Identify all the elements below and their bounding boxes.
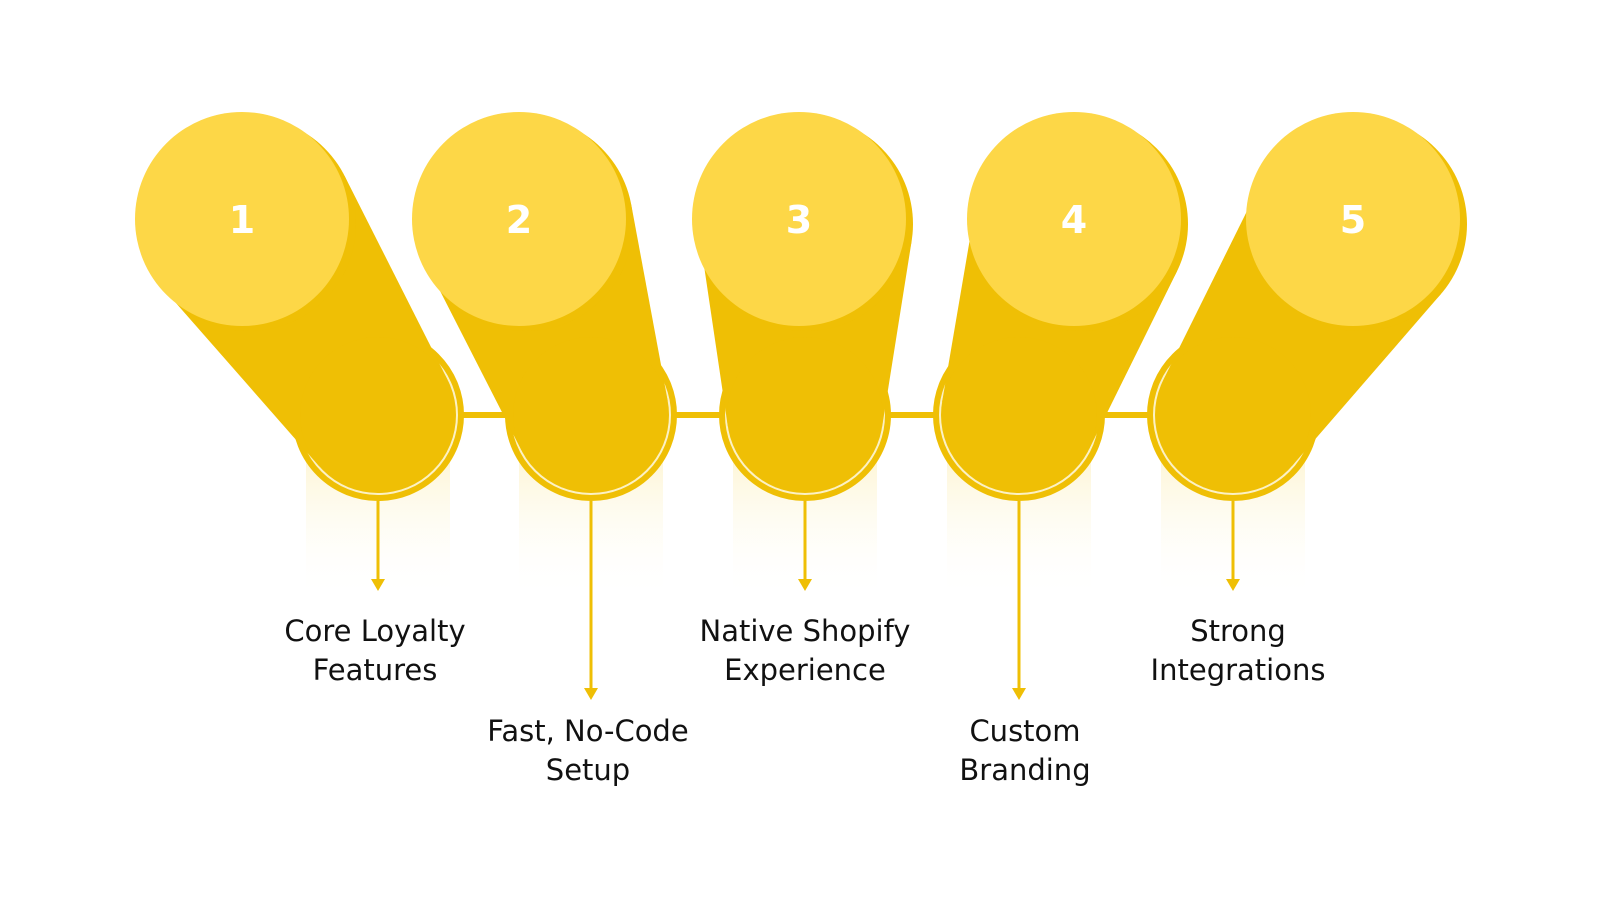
- step-label-line: Strong: [1190, 614, 1286, 648]
- cylinder-base: [727, 337, 883, 493]
- cylinder-base: [941, 337, 1097, 493]
- step-label-line: Experience: [724, 653, 886, 687]
- down-arrow-icon: [1012, 501, 1026, 700]
- cylinder-top: [692, 112, 906, 326]
- arrow-layer: [371, 501, 1240, 700]
- cylinder-layer: 1 2 3 4 5: [135, 112, 1467, 493]
- step-label-line: Features: [312, 653, 438, 687]
- cylinder-base: [513, 337, 669, 493]
- cylinder-top: [412, 112, 626, 326]
- step-number: 5: [1340, 198, 1366, 242]
- step-label-line: Native Shopify: [699, 614, 911, 648]
- cylinder-top: [135, 112, 349, 326]
- step-number: 2: [506, 198, 532, 242]
- step-label-line: Custom: [969, 714, 1081, 748]
- step-label-line: Integrations: [1150, 653, 1326, 687]
- cylinder-top: [967, 112, 1181, 326]
- cylinder-base: [1155, 337, 1311, 493]
- down-arrow-icon: [371, 501, 385, 591]
- step-number: 1: [229, 198, 255, 242]
- step-number: 4: [1061, 198, 1087, 242]
- step-label-line: Branding: [959, 753, 1091, 787]
- step-label-line: Core Loyalty: [284, 614, 466, 648]
- step-label-line: Setup: [545, 753, 631, 787]
- down-arrow-icon: [584, 501, 598, 700]
- down-arrow-icon: [798, 501, 812, 591]
- cylinder-top: [1246, 112, 1460, 326]
- step-number: 3: [786, 198, 812, 242]
- cylinder-base: [300, 337, 456, 493]
- step-label-line: Fast, No-Code: [487, 714, 689, 748]
- down-arrow-icon: [1226, 501, 1240, 591]
